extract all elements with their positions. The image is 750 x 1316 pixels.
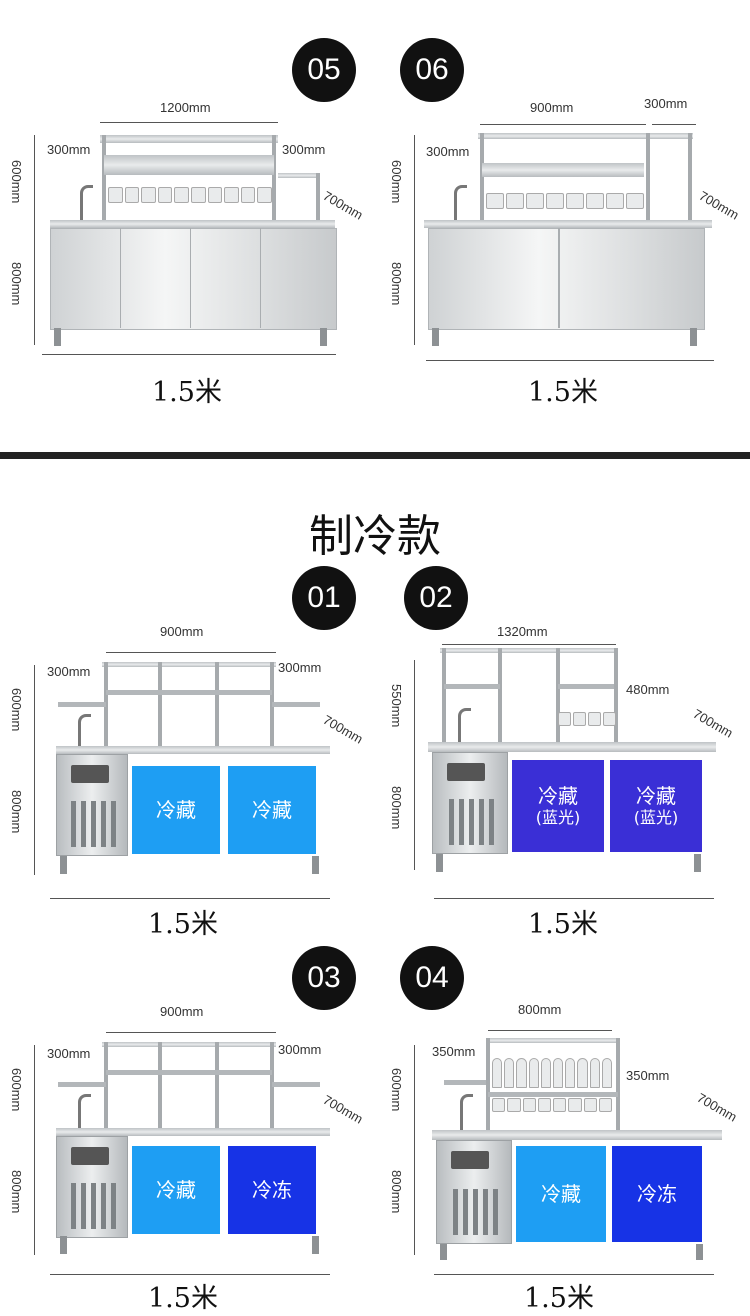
dim-height-top-04: 600mm xyxy=(389,1068,404,1112)
dim-left-01: 300mm xyxy=(47,664,91,679)
model-badge-06: 06 xyxy=(400,38,464,102)
dim-right-06: 300mm xyxy=(644,96,688,111)
size-label-03: 1.5米 xyxy=(148,1283,218,1314)
product-05-illustration xyxy=(40,125,340,355)
dim-width-01: 900mm xyxy=(160,624,204,639)
dim-left-06: 300mm xyxy=(426,144,470,159)
product-06-illustration xyxy=(418,125,718,355)
model-badge-05: 05 xyxy=(292,38,356,102)
dim-height-top-06: 600mm xyxy=(389,160,404,204)
dim-width-02: 1320mm xyxy=(497,624,548,639)
product-01-illustration: 冷藏 冷藏 xyxy=(40,660,340,890)
dim-width-06: 900mm xyxy=(530,100,574,115)
section-heading: 制冷款 xyxy=(309,511,441,562)
door-04-right: 冷冻 xyxy=(612,1146,702,1242)
dim-height-top-02: 550mm xyxy=(389,684,404,728)
model-badge-02: 02 xyxy=(404,566,468,630)
dim-height-bottom-03: 800mm xyxy=(9,1170,24,1214)
dim-height-bottom-06: 800mm xyxy=(389,262,404,306)
dim-width-03: 900mm xyxy=(160,1004,204,1019)
dim-height-top-01: 600mm xyxy=(9,688,24,732)
dim-right-01: 300mm xyxy=(278,660,322,675)
door-04-left: 冷藏 xyxy=(516,1146,606,1242)
door-03-left: 冷藏 xyxy=(132,1146,220,1234)
dim-right-04: 350mm xyxy=(626,1068,670,1083)
door-02-right: 冷藏(蓝光) xyxy=(610,760,702,852)
dim-right-02: 480mm xyxy=(626,682,670,697)
model-badge-03: 03 xyxy=(292,946,356,1010)
dim-width-05: 1200mm xyxy=(160,100,211,115)
dim-left-04: 350mm xyxy=(432,1044,476,1059)
dim-height-bottom-01: 800mm xyxy=(9,790,24,834)
dim-height-bottom-02: 800mm xyxy=(389,786,404,830)
product-02-illustration: 冷藏(蓝光) 冷藏(蓝光) xyxy=(424,648,724,888)
door-01-right: 冷藏 xyxy=(228,766,316,854)
model-badge-01: 01 xyxy=(292,566,356,630)
door-01-left: 冷藏 xyxy=(132,766,220,854)
size-label-06: 1.5米 xyxy=(528,377,598,408)
dim-height-top-05: 600mm xyxy=(9,160,24,204)
dim-right-03: 300mm xyxy=(278,1042,322,1057)
dim-height-bottom-05: 800mm xyxy=(9,262,24,306)
size-label-04: 1.5米 xyxy=(524,1283,594,1314)
section-divider xyxy=(0,452,750,459)
dim-height-top-03: 600mm xyxy=(9,1068,24,1112)
dim-left-03: 300mm xyxy=(47,1046,91,1061)
product-04-illustration: 冷藏 冷冻 xyxy=(428,1036,728,1276)
dim-height-bottom-04: 800mm xyxy=(389,1170,404,1214)
dim-right-05: 300mm xyxy=(282,142,326,157)
product-03-illustration: 冷藏 冷冻 xyxy=(40,1040,340,1270)
dim-left-05: 300mm xyxy=(47,142,91,157)
door-03-right: 冷冻 xyxy=(228,1146,316,1234)
dim-width-04: 800mm xyxy=(518,1002,562,1017)
size-label-01: 1.5米 xyxy=(148,909,218,940)
size-label-05: 1.5米 xyxy=(152,377,222,408)
size-label-02: 1.5米 xyxy=(528,909,598,940)
model-badge-04: 04 xyxy=(400,946,464,1010)
door-02-left: 冷藏(蓝光) xyxy=(512,760,604,852)
